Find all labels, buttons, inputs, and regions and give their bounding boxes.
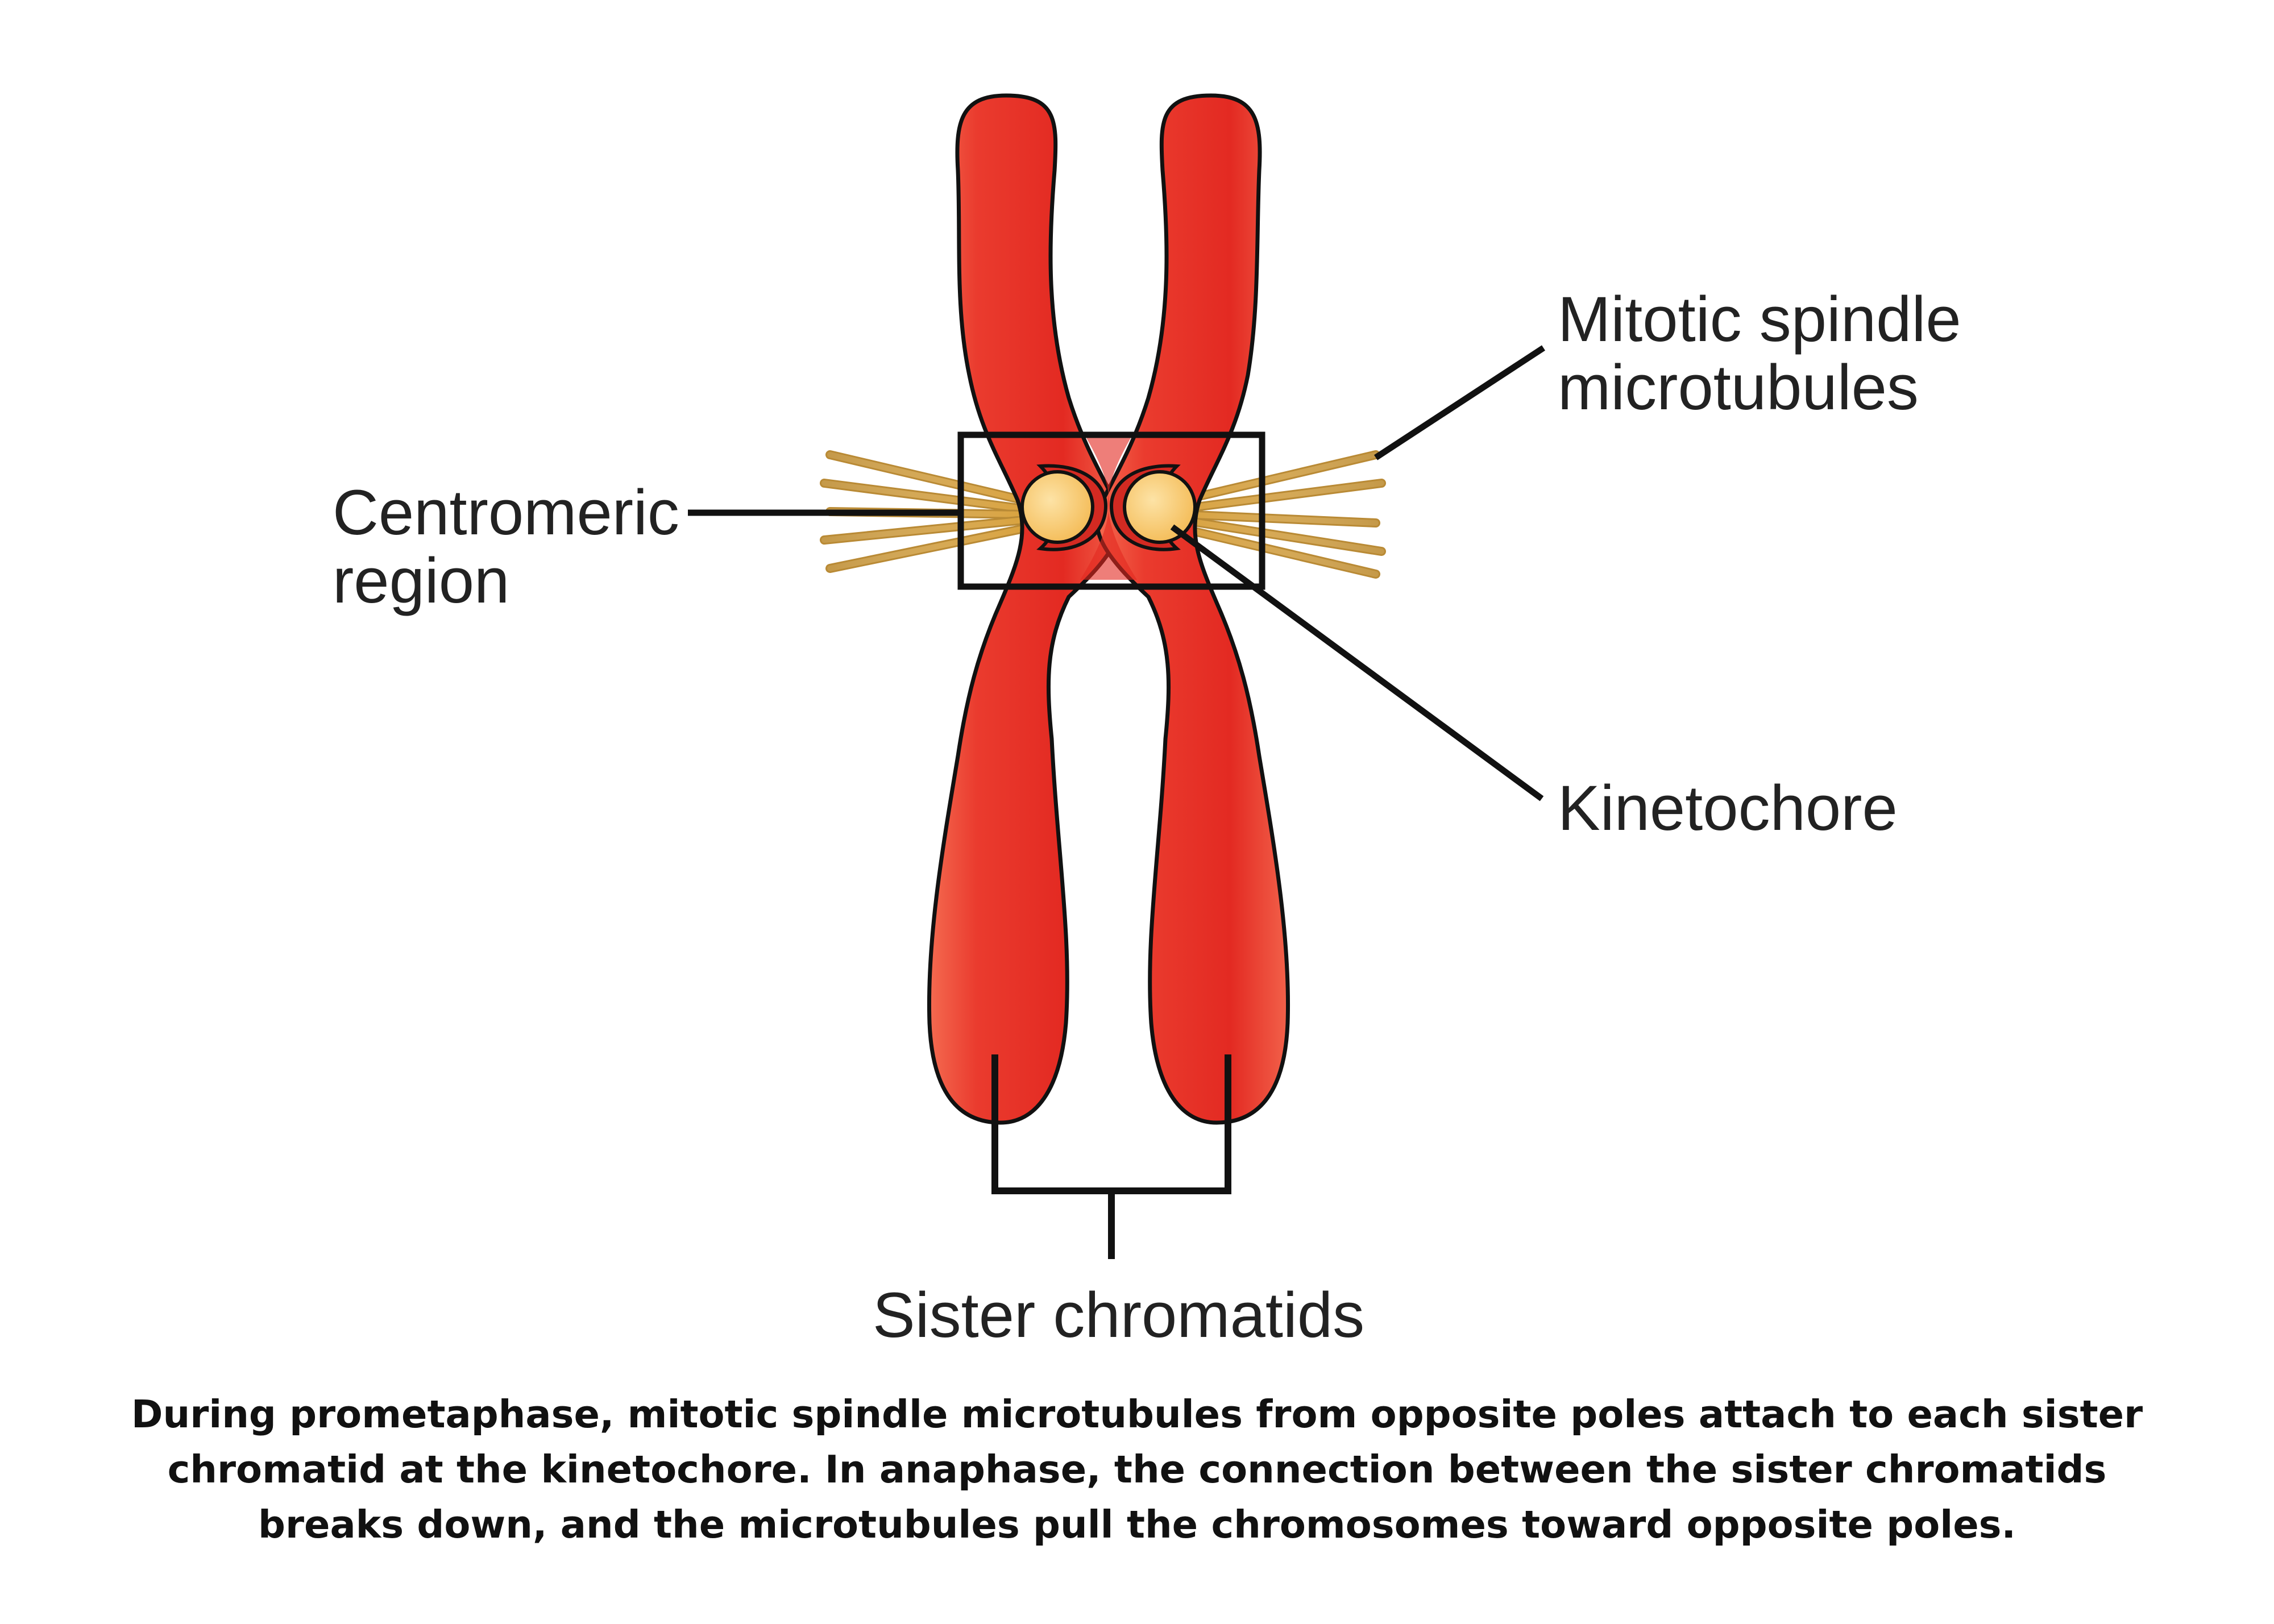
kinetochore-leader-line: [1170, 524, 1544, 801]
sister-chromatids-bracket: [991, 1054, 1231, 1259]
label-kinetochore: Kinetochore: [1558, 772, 1898, 844]
chromatid-left: [927, 93, 1123, 1125]
label-centromeric-line1: Centromeric: [333, 477, 679, 548]
centromere-overlap: [1080, 432, 1137, 580]
kinetochore-right: [1109, 464, 1197, 551]
figure-caption: During prometaphase, mitotic spindle mic…: [131, 1392, 2143, 1547]
spindle-leader-line: [1373, 345, 1546, 460]
kinetochore-left: [1020, 464, 1108, 551]
microtubules-right: [1178, 450, 1386, 579]
label-mitotic-spindle-line2: microtubules: [1558, 352, 1919, 423]
label-centromeric-line2: region: [333, 545, 509, 616]
label-sister-chromatids: Sister chromatids: [873, 1280, 1364, 1351]
chromatid-right: [1094, 93, 1290, 1125]
label-mitotic-spindle-line1: Mitotic spindle: [1558, 284, 1961, 355]
